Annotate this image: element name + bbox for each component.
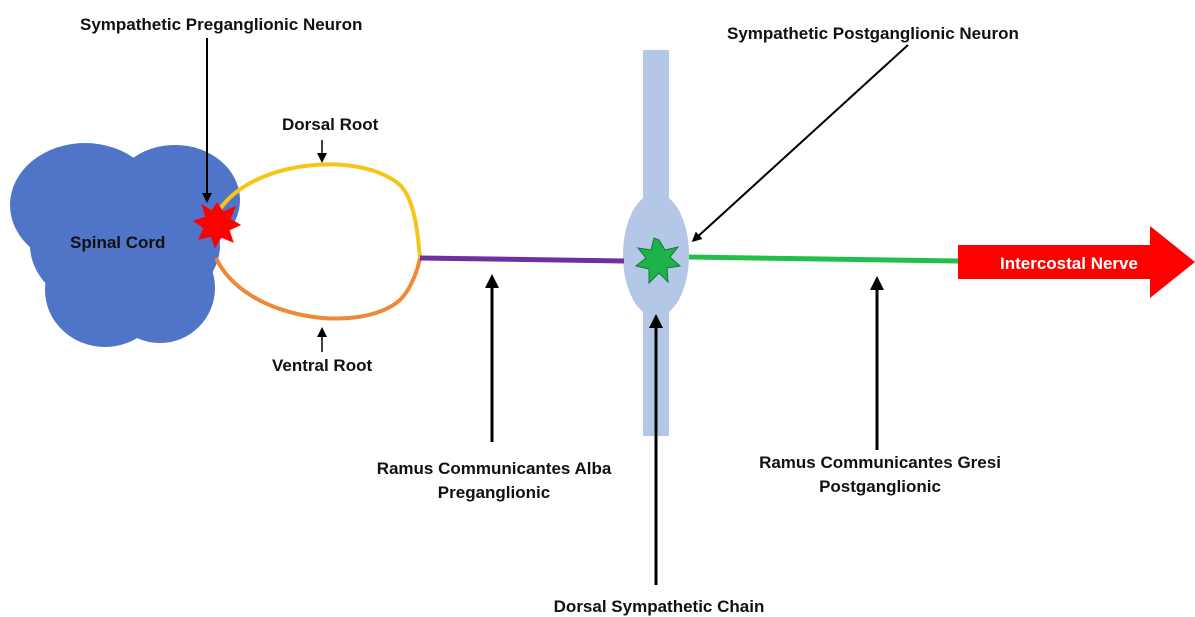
label-postganglionic-neuron: Sympathetic Postganglionic Neuron [727, 24, 1019, 43]
dorsal-root-line [218, 164, 420, 258]
label-rami-alba-line2: Preganglionic [438, 483, 550, 502]
label-intercostal-nerve: Intercostal Nerve [1000, 254, 1138, 273]
rami-alba-line [420, 258, 624, 261]
label-sympathetic-chain: Dorsal Sympathetic Chain [554, 597, 765, 616]
label-rami-gresi-line2: Postganglionic [819, 477, 941, 496]
label-spinal-cord: Spinal Cord [70, 233, 165, 252]
label-ventral-root: Ventral Root [272, 356, 372, 375]
rami-gresi-line [689, 257, 958, 261]
label-preganglionic-neuron: Sympathetic Preganglionic Neuron [80, 15, 362, 34]
label-dorsal-root: Dorsal Root [282, 115, 379, 134]
label-rami-alba-line1: Ramus Communicantes Alba [377, 459, 612, 478]
label-rami-gresi-line1: Ramus Communicantes Gresi [759, 453, 1001, 472]
ventral-root-line [216, 258, 420, 319]
arrow-postganglionic-neuron [694, 45, 908, 240]
